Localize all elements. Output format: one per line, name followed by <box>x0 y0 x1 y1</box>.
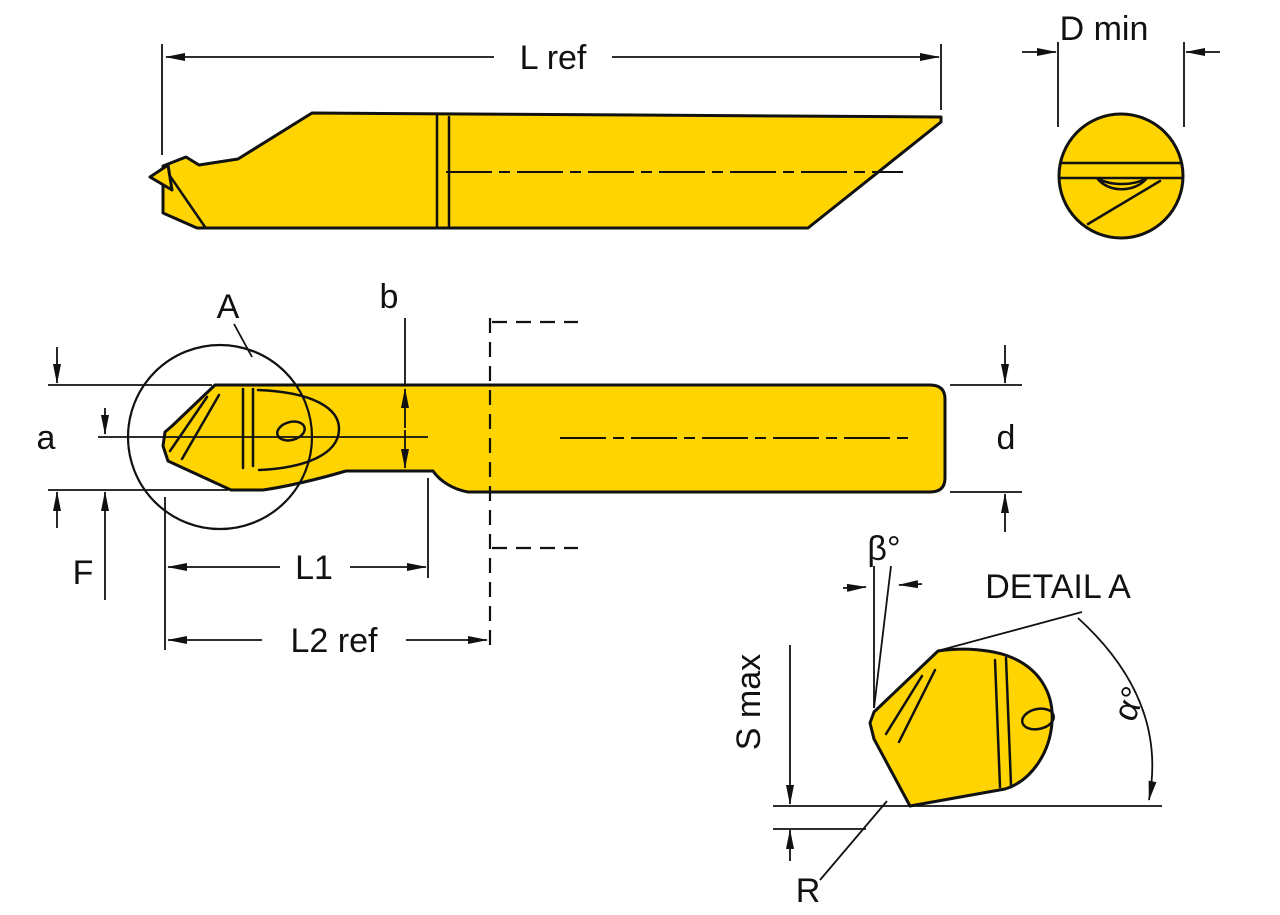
braze-line <box>180 393 221 461</box>
label-l2-ref: L2 ref <box>291 622 378 660</box>
flank-line <box>1086 179 1162 226</box>
angle-arc <box>1077 617 1157 801</box>
tool-body-main-view <box>161 383 947 494</box>
dimension-l-ref: L ref <box>161 39 942 155</box>
detail-a-circle <box>126 343 314 531</box>
label-l1: L1 <box>295 549 333 587</box>
label-detail-a-title: DETAIL A <box>985 568 1131 606</box>
end-view: D min <box>1022 10 1220 240</box>
insert-pocket-curve <box>256 388 341 472</box>
dimension-r: R <box>796 800 888 910</box>
dimension-l2-ref: L2 ref <box>167 622 488 660</box>
top-side-view: L ref <box>148 39 943 230</box>
label-f: F <box>73 554 94 592</box>
construction-line <box>940 611 1083 651</box>
break-lines <box>488 318 578 652</box>
dimension-beta: β° <box>842 530 923 709</box>
angle-leg <box>873 565 892 709</box>
label-b: b <box>380 278 399 316</box>
braze-line <box>884 674 924 736</box>
leader-line <box>819 800 888 881</box>
main-side-view: A b a F d <box>37 278 1022 660</box>
braze-line <box>897 668 937 744</box>
braze-line <box>168 395 209 453</box>
tool-body-top-view <box>161 111 943 230</box>
detail-a-view: DETAIL A β° α° S max R <box>730 530 1162 910</box>
clamp-hole <box>276 420 306 442</box>
dimension-a: a <box>37 347 228 528</box>
dimension-d: d <box>950 345 1022 532</box>
label-d: d <box>997 419 1016 457</box>
dimension-d-min: D min <box>1022 10 1220 127</box>
dimension-line <box>898 580 923 589</box>
insert-boundary-line <box>993 658 1002 789</box>
dimension-line <box>842 583 867 592</box>
clamp-hole <box>1020 707 1056 731</box>
label-d-min: D min <box>1060 10 1149 48</box>
dimension-f: F <box>73 408 109 600</box>
label-s-max: S max <box>730 654 768 750</box>
dimension-l1: L1 <box>164 478 429 650</box>
head-edge-line <box>168 174 207 229</box>
insert-boundary-line <box>1004 656 1013 787</box>
label-l-ref: L ref <box>520 39 587 77</box>
label-detail-a-marker: A <box>217 288 240 326</box>
label-r: R <box>796 872 821 910</box>
dimension-s-max: S max <box>730 645 866 861</box>
cutting-tip-top-view <box>148 163 174 192</box>
dimension-b: b <box>380 278 409 469</box>
label-a: a <box>37 419 56 457</box>
cutting-edge-lens <box>1095 176 1148 191</box>
shank-circle <box>1057 112 1185 240</box>
detail-a-leader <box>233 323 253 358</box>
label-beta: β° <box>867 530 900 568</box>
